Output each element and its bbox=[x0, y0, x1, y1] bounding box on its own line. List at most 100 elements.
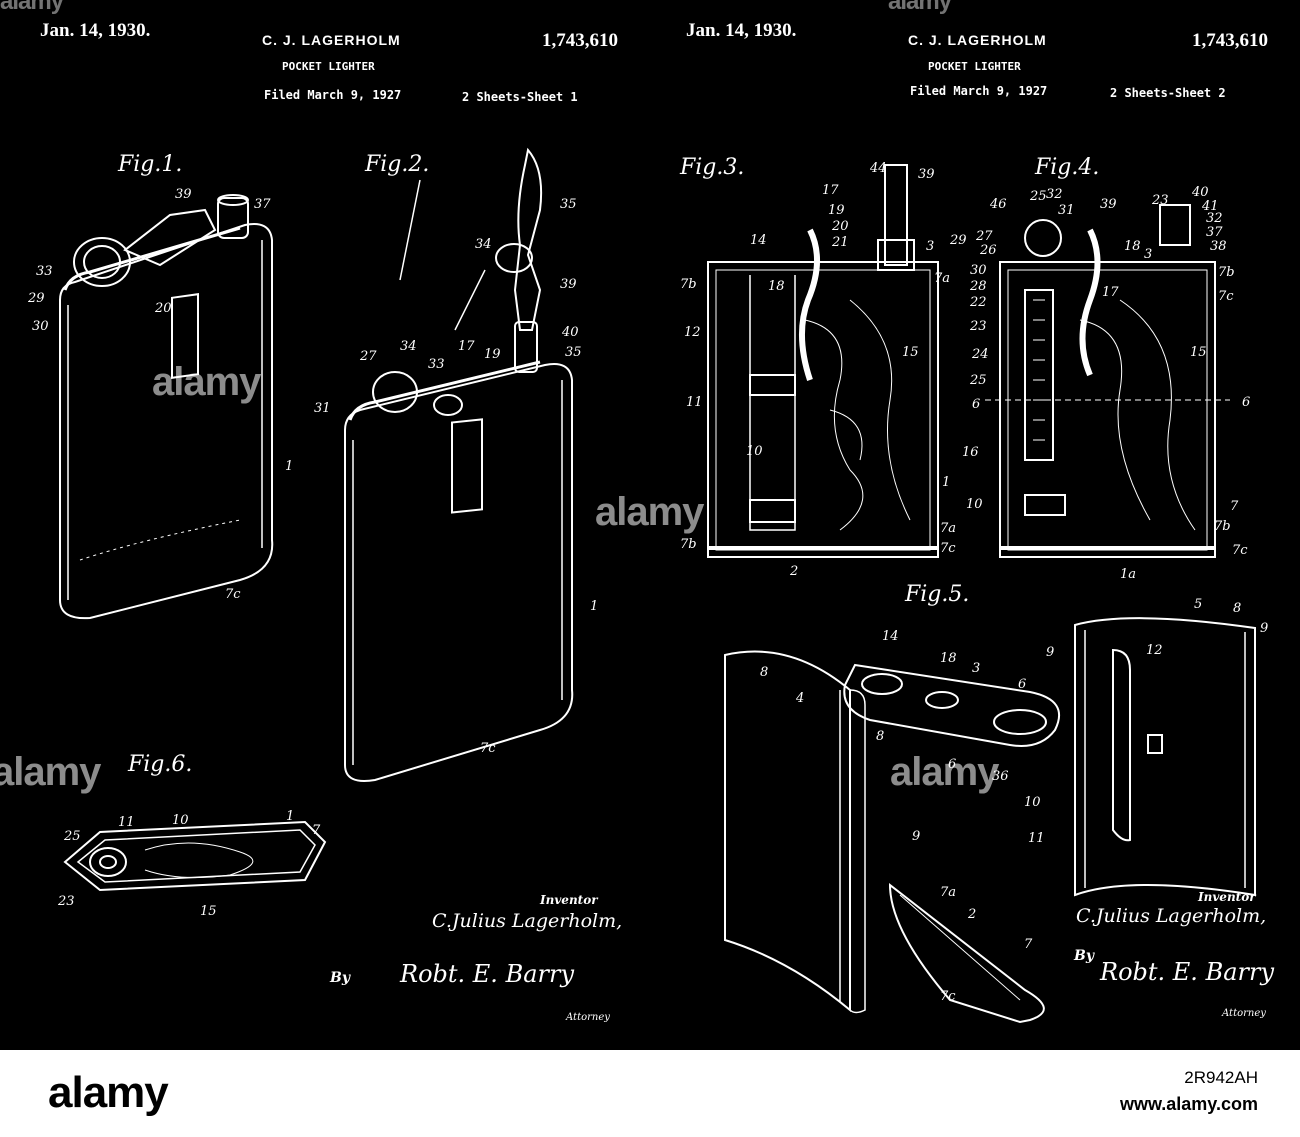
svg-text:7a: 7a bbox=[940, 521, 956, 536]
fig1-lighter-drawing bbox=[60, 195, 272, 618]
svg-text:11: 11 bbox=[686, 395, 703, 410]
svg-text:7a: 7a bbox=[940, 885, 956, 900]
svg-text:11: 11 bbox=[118, 815, 135, 830]
fig6-section-drawing bbox=[65, 822, 325, 890]
svg-text:6: 6 bbox=[972, 397, 980, 412]
svg-text:18: 18 bbox=[1124, 239, 1141, 254]
svg-text:31: 31 bbox=[1058, 203, 1075, 218]
svg-text:7b: 7b bbox=[680, 537, 697, 552]
svg-text:7b: 7b bbox=[1214, 519, 1231, 534]
fig4-label: Fig.4. bbox=[1035, 155, 1099, 180]
svg-text:10: 10 bbox=[1024, 795, 1041, 810]
svg-text:40: 40 bbox=[1191, 185, 1209, 200]
svg-text:7: 7 bbox=[1024, 937, 1033, 952]
svg-text:39: 39 bbox=[918, 167, 935, 182]
svg-text:14: 14 bbox=[750, 233, 767, 248]
svg-text:39: 39 bbox=[1100, 197, 1117, 212]
watermark: alamy bbox=[890, 750, 998, 795]
svg-text:9: 9 bbox=[1260, 621, 1268, 636]
svg-text:25: 25 bbox=[969, 373, 987, 388]
svg-text:44: 44 bbox=[869, 161, 887, 176]
svg-text:17: 17 bbox=[458, 339, 475, 354]
svg-text:7: 7 bbox=[312, 823, 321, 838]
site-url[interactable]: www.alamy.com bbox=[1120, 1094, 1258, 1115]
svg-text:32: 32 bbox=[1206, 211, 1223, 226]
svg-text:7c: 7c bbox=[940, 989, 956, 1004]
svg-text:20: 20 bbox=[831, 219, 849, 234]
svg-text:39: 39 bbox=[560, 277, 577, 292]
patent-sheet-2: Jan. 14, 1930. C. J. LAGERHOLM 1,743,610… bbox=[650, 0, 1300, 1050]
svg-text:1: 1 bbox=[942, 475, 950, 490]
svg-text:3: 3 bbox=[1144, 247, 1152, 262]
image-id: 2R942AH bbox=[1184, 1068, 1258, 1088]
watermark: alamy bbox=[888, 0, 951, 16]
watermark: alamy bbox=[152, 360, 260, 405]
watermark: alamy bbox=[0, 0, 63, 16]
svg-text:34: 34 bbox=[475, 237, 492, 252]
inventor-label: Inventor bbox=[540, 893, 598, 907]
svg-text:21: 21 bbox=[831, 235, 849, 250]
svg-text:8: 8 bbox=[876, 729, 884, 744]
svg-text:29: 29 bbox=[949, 233, 967, 248]
svg-text:34: 34 bbox=[400, 339, 417, 354]
svg-text:18: 18 bbox=[768, 279, 785, 294]
fig6-label: Fig.6. bbox=[128, 752, 192, 777]
fig1-label: Fig.1. bbox=[118, 152, 182, 177]
inventor-signature: C.Julius Lagerholm, bbox=[1076, 905, 1266, 927]
fig-reference-numerals: 39 37 33 29 30 20 1 7c 35 34 39 40 35 27… bbox=[27, 187, 598, 919]
svg-text:23: 23 bbox=[1151, 193, 1169, 208]
svg-text:10: 10 bbox=[966, 497, 983, 512]
svg-text:15: 15 bbox=[1190, 345, 1207, 360]
fig3-label: Fig.3. bbox=[680, 155, 744, 180]
by-label: By bbox=[1074, 948, 1094, 964]
svg-text:2: 2 bbox=[967, 907, 976, 922]
svg-text:19: 19 bbox=[828, 203, 845, 218]
svg-text:15: 15 bbox=[902, 345, 919, 360]
svg-text:1: 1 bbox=[590, 599, 598, 614]
svg-text:27: 27 bbox=[975, 229, 993, 244]
svg-text:9: 9 bbox=[1046, 645, 1054, 660]
svg-text:7b: 7b bbox=[1218, 265, 1235, 280]
inventor-signature: C.Julius Lagerholm, bbox=[432, 910, 622, 932]
svg-text:7: 7 bbox=[1230, 499, 1239, 514]
svg-text:30: 30 bbox=[970, 263, 987, 278]
svg-text:27: 27 bbox=[359, 349, 377, 364]
svg-text:6: 6 bbox=[1018, 677, 1026, 692]
svg-text:33: 33 bbox=[36, 264, 53, 279]
svg-text:28: 28 bbox=[969, 279, 987, 294]
fig-reference-numerals: 14 7b 18 12 11 10 7b 2 17 19 20 21 44 39… bbox=[680, 161, 1268, 1004]
svg-text:7b: 7b bbox=[680, 277, 697, 292]
by-label: By bbox=[330, 970, 350, 986]
svg-text:7c: 7c bbox=[1218, 289, 1234, 304]
svg-text:23: 23 bbox=[969, 319, 987, 334]
svg-text:35: 35 bbox=[560, 197, 577, 212]
svg-text:7c: 7c bbox=[225, 587, 241, 602]
attorney-label: Attorney bbox=[566, 1012, 610, 1023]
svg-text:16: 16 bbox=[962, 445, 979, 460]
svg-text:37: 37 bbox=[254, 197, 271, 212]
svg-text:37: 37 bbox=[1206, 225, 1223, 240]
svg-text:40: 40 bbox=[561, 325, 579, 340]
svg-text:10: 10 bbox=[746, 444, 763, 459]
svg-text:17: 17 bbox=[822, 183, 839, 198]
svg-text:1: 1 bbox=[285, 459, 293, 474]
inventor-label: Inventor bbox=[1198, 890, 1256, 904]
watermark: alamy bbox=[0, 750, 100, 795]
alamy-logo: alamy bbox=[48, 1068, 168, 1118]
attorney-signature: Robt. E. Barry bbox=[400, 960, 574, 988]
watermark: alamy bbox=[595, 490, 703, 535]
fig2-label: Fig.2. bbox=[365, 152, 429, 177]
svg-text:3: 3 bbox=[972, 661, 980, 676]
svg-text:11: 11 bbox=[1028, 831, 1045, 846]
svg-text:14: 14 bbox=[882, 629, 899, 644]
patent-sheet-1: Jan. 14, 1930. C. J. LAGERHOLM 1,743,610… bbox=[0, 0, 650, 1050]
svg-text:8: 8 bbox=[760, 665, 768, 680]
svg-text:3: 3 bbox=[926, 239, 934, 254]
svg-text:8: 8 bbox=[1233, 601, 1241, 616]
fig2-lighter-drawing bbox=[345, 150, 572, 781]
svg-text:9: 9 bbox=[912, 829, 920, 844]
svg-text:33: 33 bbox=[428, 357, 445, 372]
svg-text:4: 4 bbox=[795, 691, 804, 706]
svg-text:24: 24 bbox=[971, 347, 989, 362]
svg-text:20: 20 bbox=[154, 301, 172, 316]
